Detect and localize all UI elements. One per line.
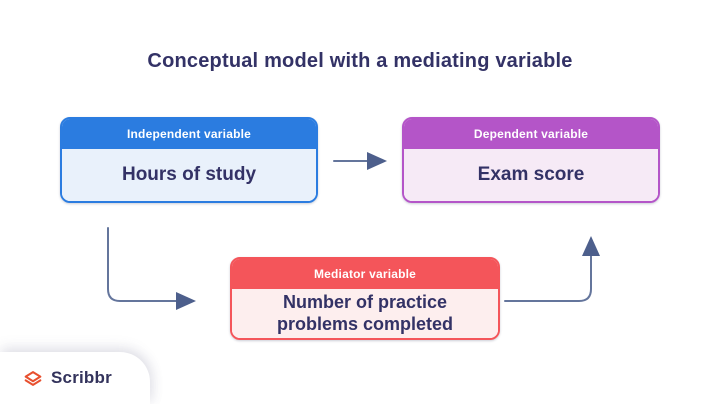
mediator-variable-box: Mediator variable Number of practice pro… [230,257,500,340]
arrow-independent-to-mediator [107,227,196,310]
diagram-title: Conceptual model with a mediating variab… [147,50,573,72]
scribbr-logo-tab: Scribbr [0,352,150,404]
mediator-variable-header: Mediator variable [232,259,498,289]
arrow-mediator-to-dependent [504,236,600,302]
dependent-variable-header: Dependent variable [404,119,658,149]
independent-variable-box: Independent variable Hours of study [60,117,318,203]
scribbr-ribbon-icon [22,368,44,389]
dependent-variable-value: Exam score [404,149,658,201]
mediator-variable-value: Number of practice problems completed [232,289,498,338]
independent-variable-value: Hours of study [62,149,316,201]
dependent-variable-box: Dependent variable Exam score [402,117,660,203]
scribbr-logo-text: Scribbr [51,368,112,387]
independent-variable-header: Independent variable [62,119,316,149]
